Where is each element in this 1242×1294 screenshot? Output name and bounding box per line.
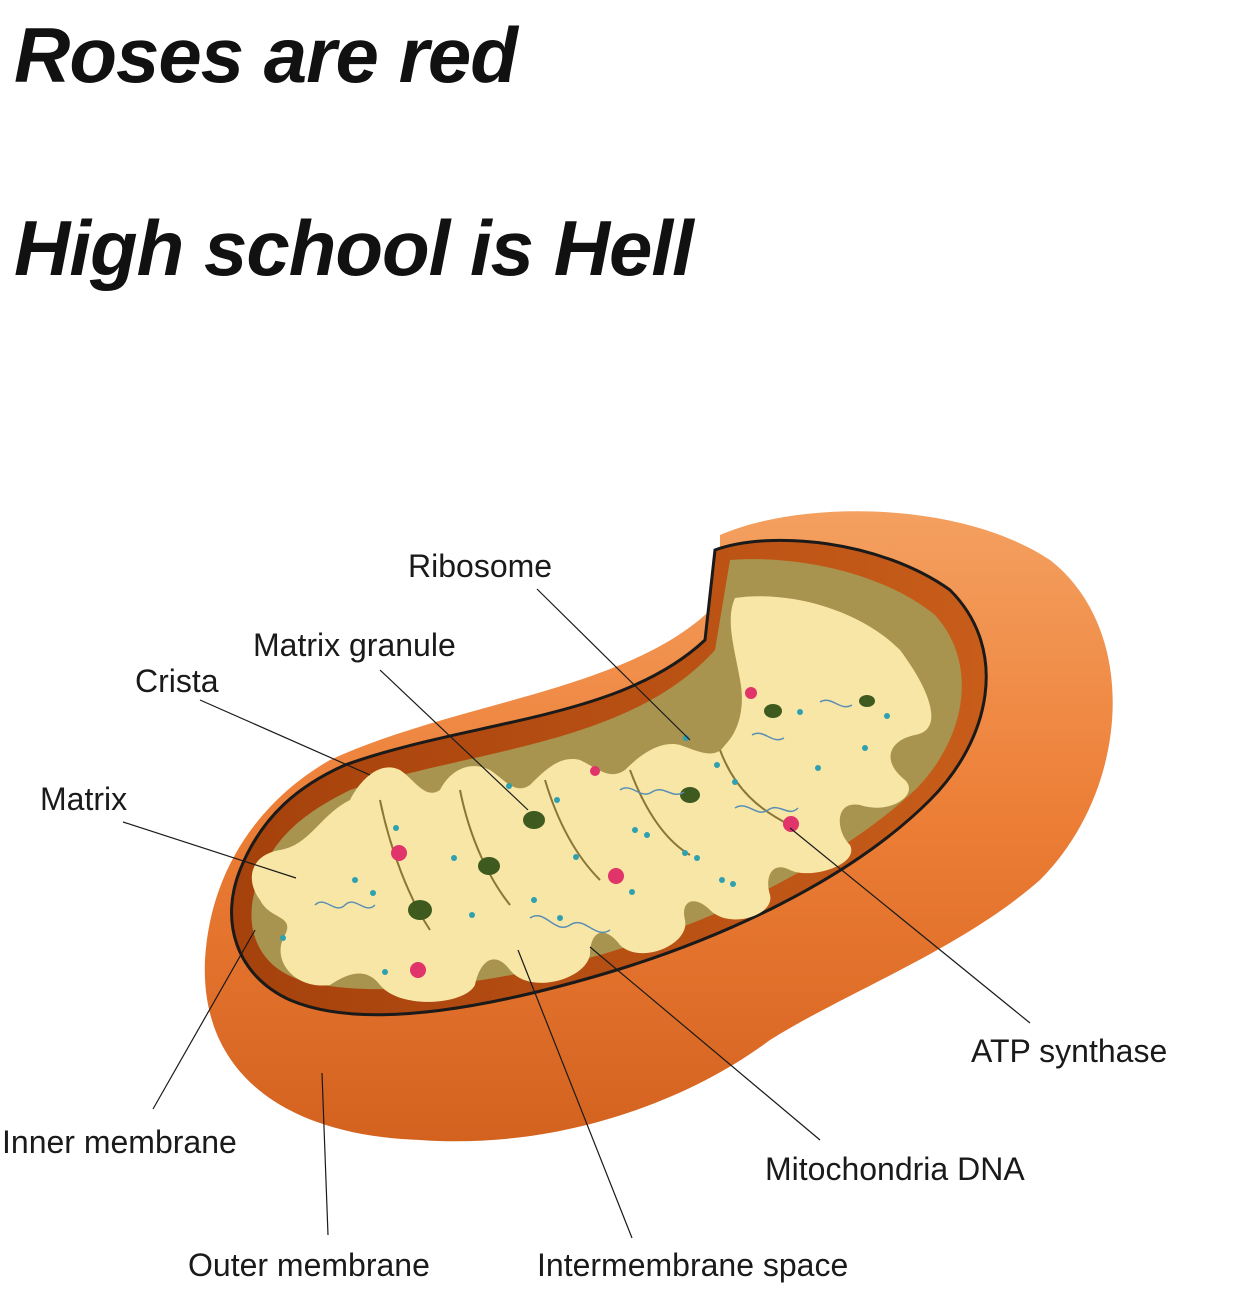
label-ribosome: Ribosome bbox=[408, 548, 552, 584]
label-mitochondria-dna: Mitochondria DNA bbox=[765, 1151, 1025, 1187]
label-inner-membrane: Inner membrane bbox=[2, 1124, 237, 1160]
label-crista: Crista bbox=[135, 663, 219, 699]
mitochondria-dna-strands bbox=[314, 699, 853, 933]
leader-crista bbox=[199, 699, 371, 776]
leader-matrix-granule bbox=[379, 669, 529, 811]
leader-ribosome bbox=[536, 588, 691, 741]
leader-matrix bbox=[122, 821, 297, 879]
meme-line-2: High school is Hell bbox=[14, 204, 694, 292]
label-outer-membrane: Outer membrane bbox=[188, 1247, 430, 1283]
label-atp-synthase: ATP synthase bbox=[971, 1033, 1167, 1069]
leader-atp-synthase bbox=[789, 827, 1031, 1024]
matrix-granules bbox=[408, 695, 875, 920]
meme-line-1: Roses are red bbox=[14, 11, 518, 99]
ribosome-dots bbox=[280, 709, 890, 975]
leader-intermembrane-space bbox=[517, 949, 633, 1239]
label-intermembrane-space: Intermembrane space bbox=[537, 1247, 848, 1283]
label-matrix-granule: Matrix granule bbox=[253, 627, 456, 663]
atp-synthase-particles bbox=[391, 687, 799, 978]
leader-outer-membrane bbox=[321, 1072, 329, 1236]
leader-inner-membrane bbox=[152, 929, 256, 1110]
label-matrix: Matrix bbox=[40, 781, 127, 817]
leader-mitochondria-dna bbox=[589, 946, 821, 1141]
